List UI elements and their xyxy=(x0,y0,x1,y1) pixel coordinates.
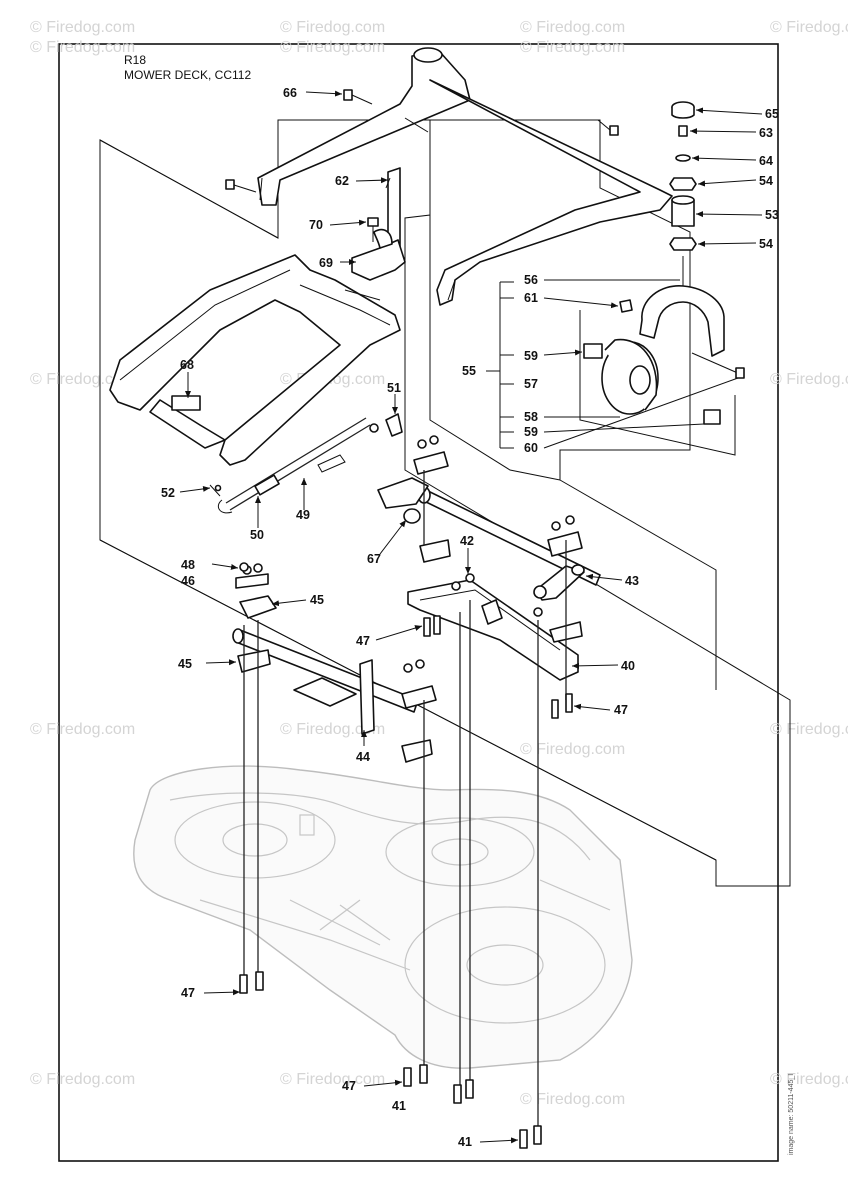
watermark: © Firedog.com xyxy=(520,741,625,758)
callout-62: 62 xyxy=(335,174,349,188)
watermark: © Firedog.com xyxy=(770,721,848,738)
callout-63: 63 xyxy=(759,126,773,140)
caster-fork-56 xyxy=(639,256,725,357)
callout-53: 53 xyxy=(765,208,779,222)
callout-59-a: 59 xyxy=(524,349,538,363)
leader-lines xyxy=(179,90,763,1144)
bushing-54-bottom xyxy=(669,237,697,251)
watermark: © Firedog.com xyxy=(770,1071,848,1088)
callout-48: 48 xyxy=(181,558,195,572)
callout-66: 66 xyxy=(283,86,297,100)
callout-70: 70 xyxy=(309,218,323,232)
caster-wheel-57 xyxy=(601,338,659,415)
callout-58: 58 xyxy=(524,410,538,424)
lift-frame-68 xyxy=(109,254,401,466)
callout-47-b: 47 xyxy=(614,703,628,717)
watermark: © Firedog.com xyxy=(280,19,385,36)
watermark: © Firedog.com xyxy=(30,39,135,56)
watermark: © Firedog.com xyxy=(520,39,625,56)
callout-54-top: 54 xyxy=(759,174,773,188)
callout-labels: 66 62 70 69 68 51 52 50 49 65 63 64 54 5… xyxy=(161,86,779,1149)
bushing-54-top xyxy=(669,177,697,191)
arm-43 xyxy=(533,564,585,601)
callout-55: 55 xyxy=(462,364,476,378)
spacer-59-left xyxy=(583,343,603,359)
lift-rod-49 xyxy=(225,417,371,511)
rod-end-50 xyxy=(217,499,233,514)
caster-dashed-box xyxy=(579,310,736,456)
deck-hanger-bracket xyxy=(257,47,673,306)
grease-fitting-63 xyxy=(678,125,688,137)
watermark: © Firedog.com xyxy=(770,371,848,388)
callout-51: 51 xyxy=(387,381,401,395)
watermark: © Firedog.com xyxy=(280,1071,385,1088)
callout-40: 40 xyxy=(621,659,635,673)
bracket-40 xyxy=(407,579,579,681)
callout-45-b: 45 xyxy=(178,657,192,671)
watermark: © Firedog.com xyxy=(770,19,848,36)
fasteners xyxy=(239,562,573,1149)
lever-44 xyxy=(293,659,375,735)
diagram-code: R18 xyxy=(124,53,146,67)
watermark: © Firedog.com xyxy=(280,39,385,56)
callout-60: 60 xyxy=(524,441,538,455)
callout-42: 42 xyxy=(460,534,474,548)
bolt-66 xyxy=(343,89,373,105)
cotter-pin-52 xyxy=(209,484,222,497)
callout-44: 44 xyxy=(356,750,370,764)
callout-69: 69 xyxy=(319,256,333,270)
callout-65: 65 xyxy=(765,107,779,121)
page-frame xyxy=(58,43,779,1162)
callout-68: 68 xyxy=(180,358,194,372)
callout-56: 56 xyxy=(524,273,538,287)
callout-46: 46 xyxy=(181,574,195,588)
watermark: © Firedog.com xyxy=(520,19,625,36)
spacer-tube-53 xyxy=(671,195,695,227)
callout-54-bottom: 54 xyxy=(759,237,773,251)
axle-bolt-60 xyxy=(691,352,745,379)
watermark: © Firedog.com xyxy=(30,1071,135,1088)
watermark: © Firedog.com xyxy=(520,1091,625,1108)
callout-57: 57 xyxy=(524,377,538,391)
bracket-69 xyxy=(351,228,406,281)
bracket-55-lines xyxy=(486,282,501,448)
callout-43: 43 xyxy=(625,574,639,588)
callout-47-a: 47 xyxy=(356,634,370,648)
diagram-title: MOWER DECK, CC112 xyxy=(124,68,251,82)
bolt-70 xyxy=(367,217,379,242)
callout-59-b: 59 xyxy=(524,425,538,439)
pivot-arm-67 xyxy=(377,477,429,524)
vertical-rods xyxy=(243,470,567,1130)
callout-67: 67 xyxy=(367,552,381,566)
callout-50: 50 xyxy=(250,528,264,542)
watermark: © Firedog.com xyxy=(280,721,385,738)
callout-45-a: 45 xyxy=(310,593,324,607)
washer-64 xyxy=(675,154,691,162)
watermark: © Firedog.com xyxy=(30,19,135,36)
bolt-right-top xyxy=(597,119,619,136)
callout-47-d: 47 xyxy=(342,1079,356,1093)
watermark: © Firedog.com xyxy=(30,371,135,388)
callout-61: 61 xyxy=(524,291,538,305)
callout-41-b: 41 xyxy=(458,1135,472,1149)
bolt-left-top xyxy=(225,179,257,193)
callout-49: 49 xyxy=(296,508,310,522)
cap-65 xyxy=(671,101,695,119)
callout-64: 64 xyxy=(759,154,773,168)
clip-51 xyxy=(369,413,403,437)
nut-61 xyxy=(619,299,633,313)
image-name-text: image name: 50211-445_I xyxy=(788,1074,795,1155)
mower-deck-shell xyxy=(133,765,633,1069)
watermark: © Firedog.com xyxy=(30,721,135,738)
callout-47-c: 47 xyxy=(181,986,195,1000)
watermark-layer: © Firedog.com © Firedog.com © Firedog.co… xyxy=(30,19,848,1108)
callout-41-a: 41 xyxy=(392,1099,406,1113)
callout-52: 52 xyxy=(161,486,175,500)
spacer-59-right xyxy=(703,409,721,425)
